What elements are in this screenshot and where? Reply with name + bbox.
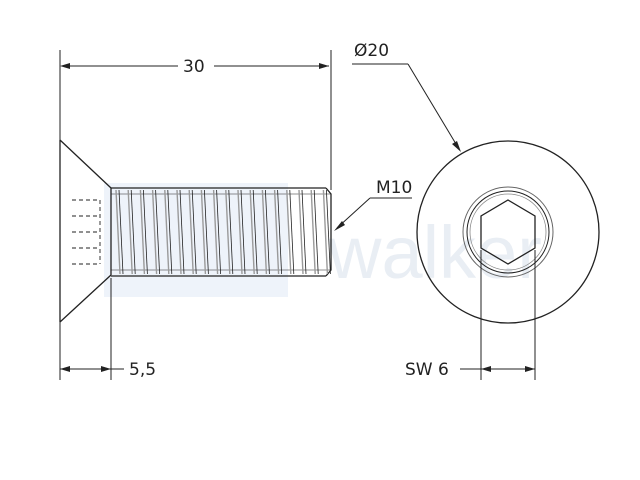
dimension-hex-socket: SW 6 bbox=[405, 360, 535, 380]
thread-crest-lines bbox=[118, 189, 331, 275]
screw-side-view bbox=[59, 50, 332, 380]
socket-inner-circle bbox=[466, 190, 550, 274]
socket-hidden-lines bbox=[72, 199, 101, 265]
thread-crests bbox=[115, 189, 329, 275]
head-top-view bbox=[416, 140, 600, 380]
socket-outer-circle bbox=[462, 186, 554, 278]
dimension-head-diameter: Ø20 bbox=[352, 41, 461, 152]
thread-callout-label: M10 bbox=[376, 178, 412, 198]
socket-chamfer-circle bbox=[469, 193, 547, 271]
dimension-head-diameter-label: Ø20 bbox=[354, 41, 389, 61]
dimension-head-depth: 5,5 bbox=[60, 360, 156, 380]
dimension-length: 30 bbox=[60, 57, 329, 77]
watermark: walker bbox=[104, 183, 542, 297]
hex-socket bbox=[480, 199, 536, 265]
watermark-text: walker bbox=[327, 211, 542, 294]
head-outline-circle bbox=[416, 140, 600, 324]
dimension-length-label: 30 bbox=[183, 57, 205, 77]
dimension-head-depth-label: 5,5 bbox=[129, 360, 156, 380]
thread-callout: M10 bbox=[334, 178, 412, 231]
thread-end bbox=[325, 187, 332, 277]
watermark-block bbox=[104, 183, 288, 297]
countersunk-head bbox=[59, 139, 112, 323]
dimension-hex-socket-label: SW 6 bbox=[405, 360, 449, 380]
